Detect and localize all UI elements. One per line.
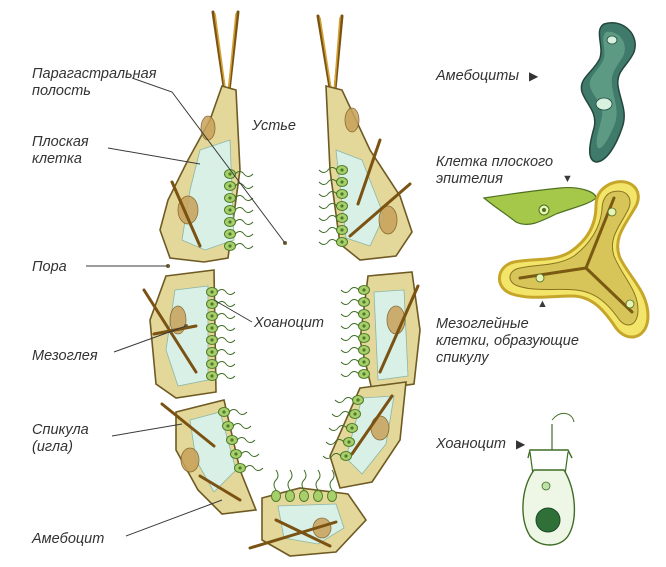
choanocyte-cell xyxy=(318,177,348,187)
choanocyte-cell xyxy=(299,469,309,502)
choanocyte-cell xyxy=(224,229,254,239)
bottom-choanocyte-row xyxy=(271,469,337,502)
choanocyte-cell xyxy=(318,165,348,175)
mesoglea-cells-arrow: ▲ xyxy=(537,298,548,310)
choanocyte-cell xyxy=(318,225,348,235)
choanocyte-cell xyxy=(206,335,236,345)
choanocyte-cell xyxy=(224,181,254,191)
mesoglea-cells-label: Мезоглейные клетки, образующие спикулу xyxy=(436,316,583,366)
choanocyte-cell xyxy=(285,469,295,502)
choanocyte-cell xyxy=(206,287,236,297)
choanocyte-cell xyxy=(224,193,254,203)
choanocyte-cell xyxy=(318,189,348,199)
choanocyte-cell xyxy=(234,463,264,473)
choanocyte-cell xyxy=(340,321,370,331)
choanocyte-cell xyxy=(206,347,236,357)
choanocyte-cell xyxy=(313,469,323,502)
choanocyte-cell xyxy=(224,241,254,251)
right-choanocyte-row xyxy=(318,165,370,461)
choanocyte-cell xyxy=(340,369,370,379)
choanocyte-cell xyxy=(331,409,361,419)
choanocyte-cell xyxy=(224,169,254,179)
left-choanocyte-row xyxy=(206,169,264,473)
choanocyte-cell xyxy=(340,333,370,343)
amoebocytes-right-label: Амебоциты ▶ xyxy=(435,68,539,84)
choanocyte-cell xyxy=(340,285,370,295)
choanocyte-cell xyxy=(322,451,352,461)
choanocyte-cell xyxy=(224,217,254,227)
choanocyte-cell xyxy=(230,449,260,459)
choanocyte-cell xyxy=(318,237,348,247)
flat-epithelium-arrow: ▼ xyxy=(562,173,573,185)
sponge-bottom-wall xyxy=(248,487,368,557)
choanocyte-cell xyxy=(206,299,236,309)
choanocyte-cell xyxy=(334,395,364,405)
choanocyte-cell xyxy=(206,311,236,321)
osculum-label: Устье xyxy=(251,118,296,134)
choanocyte-cell xyxy=(206,371,236,381)
choanocyte-cell xyxy=(222,421,252,431)
choanocyte-cell xyxy=(325,437,355,447)
sponge-right-wall xyxy=(316,14,421,489)
sponge-left-wall xyxy=(142,10,258,515)
paragastral-cavity-label: Парагастральная полость xyxy=(32,66,161,99)
choanocyte-cell xyxy=(340,309,370,319)
amoebocyte-label: Амебоцит xyxy=(31,531,104,547)
choanocyte-cell xyxy=(340,357,370,367)
choanocyte-cell xyxy=(206,359,236,369)
choanocyte-cell xyxy=(218,407,248,417)
leader-lines xyxy=(86,77,286,537)
choanocyte-cell xyxy=(318,213,348,223)
choanocyte-cell xyxy=(226,435,256,445)
mesoglea-label: Мезоглея xyxy=(32,348,98,364)
mesoglea-spicule-cells-illustration xyxy=(498,180,650,339)
spicule-label: Спикула (игла) xyxy=(32,422,93,455)
choanocyte-cell xyxy=(327,469,337,502)
choanocyte-cell xyxy=(340,345,370,355)
pore-label: Пора xyxy=(32,259,67,275)
choanocyte-cell xyxy=(340,297,370,307)
choanocyte-center-label: Хоаноцит xyxy=(253,315,324,331)
choanocyte-illustration xyxy=(522,413,576,546)
amoebocyte-illustration xyxy=(580,21,636,163)
choanocyte-cell xyxy=(271,469,281,502)
choanocyte-cell xyxy=(328,423,358,433)
choanocyte-cell xyxy=(206,323,236,333)
flat-epithelium-cell-illustration xyxy=(482,187,597,226)
choanocyte-cell xyxy=(224,205,254,215)
choanocyte-cell xyxy=(318,201,348,211)
flat-epithelium-label: Клетка плоского эпителия xyxy=(436,154,557,187)
flat-cell-label: Плоская клетка xyxy=(32,134,93,167)
choanocyte-right-label: Хоаноцит ▶ xyxy=(435,436,526,452)
